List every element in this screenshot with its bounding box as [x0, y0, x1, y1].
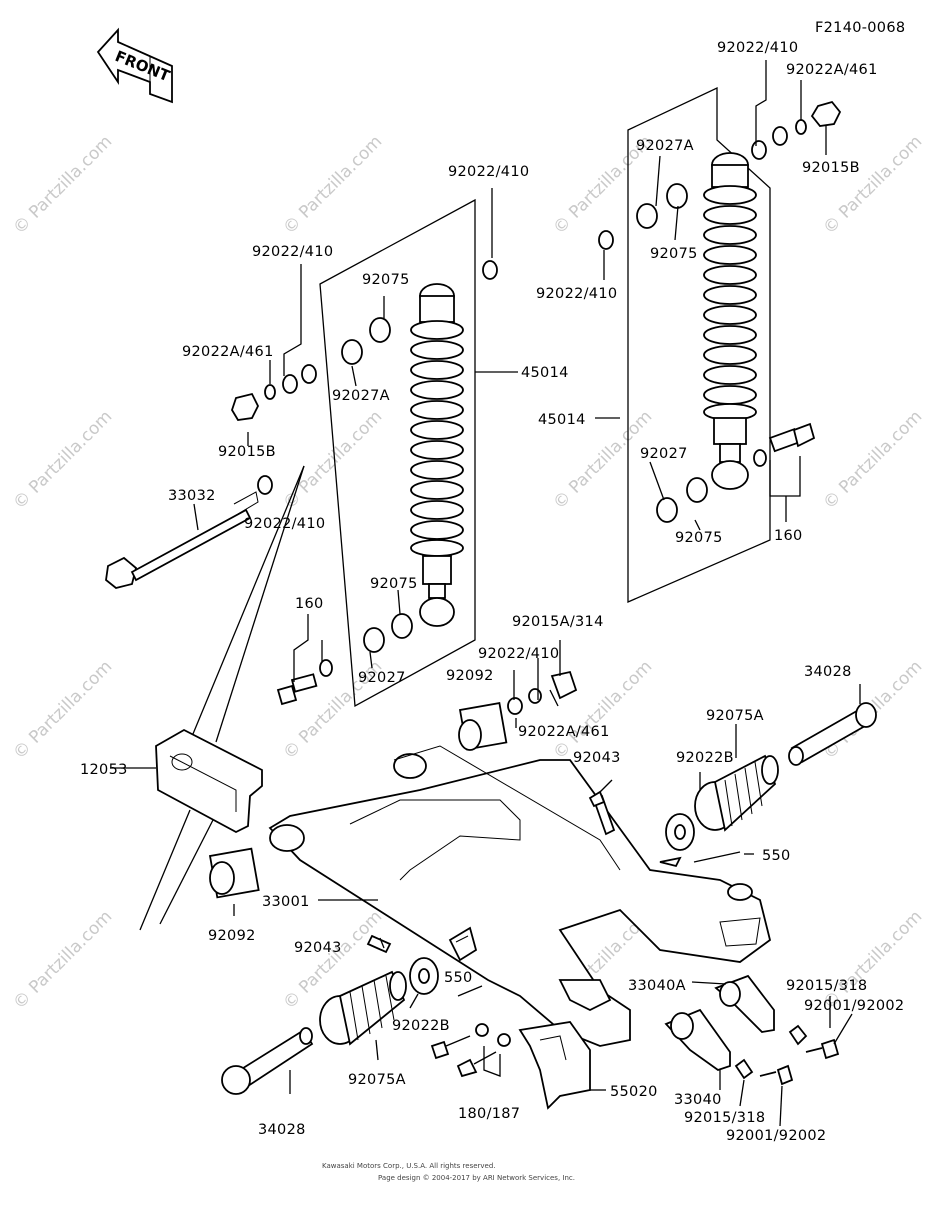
chain-guide-12053 — [155, 728, 263, 834]
cotter-pin-550-right — [659, 851, 741, 868]
part-label: 92022B — [676, 750, 734, 766]
part-label: 92015B — [218, 444, 276, 460]
footer-copyright: Kawasaki Motors Corp., U.S.A. All rights… — [322, 1162, 496, 1170]
part-label: 92075A — [348, 1072, 406, 1088]
watermark: © Partzilla.com — [9, 907, 116, 1014]
left-shock-absorber — [231, 198, 498, 708]
part-label: 550 — [444, 970, 473, 986]
part-label: 92022B — [392, 1018, 450, 1034]
watermark: © Partzilla.com — [279, 407, 386, 514]
watermark: © Partzilla.com — [9, 407, 116, 514]
part-label: 33032 — [168, 488, 216, 504]
bolt-92043-left — [366, 934, 392, 954]
part-label: 92027 — [358, 670, 406, 686]
pivot-shaft-34028-left — [221, 1027, 314, 1095]
part-label: 92075 — [650, 246, 698, 262]
part-label: 34028 — [258, 1122, 306, 1138]
part-label: 92022/410 — [478, 646, 559, 662]
part-label: 92022/410 — [536, 286, 617, 302]
part-label: 92027A — [636, 138, 694, 154]
part-label: 92027 — [640, 446, 688, 462]
part-label: 92001/92002 — [726, 1128, 826, 1144]
dust-cover-92075A-left — [319, 970, 407, 1046]
collar-92092-center — [458, 640, 578, 751]
part-label: 45014 — [538, 412, 586, 428]
cotter-pin-550-left — [457, 985, 483, 997]
part-label: 92075 — [675, 530, 723, 546]
part-label: 92022A/461 — [518, 724, 610, 740]
part-label: 12053 — [80, 762, 128, 778]
washer-92022B-left — [409, 957, 439, 995]
part-label: 92043 — [573, 750, 621, 766]
bolts-180-187 — [430, 1023, 511, 1078]
part-label: 92015A/314 — [512, 614, 604, 630]
part-label: 92015B — [802, 160, 860, 176]
diagram-code: F2140-0068 — [815, 20, 905, 36]
part-label: 92022/410 — [244, 516, 325, 532]
part-label: 92075A — [706, 708, 764, 724]
right-shock-leaders — [595, 60, 827, 531]
collar-92092-left — [208, 847, 260, 899]
part-label: 92092 — [446, 668, 494, 684]
pivot-shaft-34028-right — [788, 702, 877, 766]
part-label: 33040A — [628, 978, 686, 994]
part-label: 92015/318 — [786, 978, 867, 994]
watermark: © Partzilla.com — [279, 132, 386, 239]
watermark: © Partzilla.com — [819, 407, 926, 514]
bolt-92043-right — [588, 790, 616, 836]
watermark: © Partzilla.com — [9, 132, 116, 239]
part-label: 92022/410 — [717, 40, 798, 56]
part-label: 92075 — [362, 272, 410, 288]
watermark: © Partzilla.com — [9, 657, 116, 764]
front-arrow-icon: FRONT — [96, 27, 173, 104]
lower-leaders — [110, 684, 861, 1127]
part-label: 92001/92002 — [804, 998, 904, 1014]
watermark: © Partzilla.com — [819, 132, 926, 239]
swingarm-33001 — [268, 745, 772, 1047]
part-label: 55020 — [610, 1084, 658, 1100]
right-shock-frame — [627, 86, 771, 603]
bolt-33032 — [105, 475, 273, 589]
chain-adjuster-33040A — [691, 974, 840, 1060]
part-label: 92015/318 — [684, 1110, 765, 1126]
dust-cover-92075A-right — [694, 754, 779, 832]
chain-adjuster-33040 — [664, 1008, 794, 1086]
right-shock-absorber — [598, 86, 842, 603]
part-label: 92022A/461 — [786, 62, 878, 78]
part-label: 550 — [762, 848, 791, 864]
part-label: 92043 — [294, 940, 342, 956]
part-label: 180/187 — [458, 1106, 520, 1122]
bracket-55020 — [518, 1021, 606, 1110]
part-label: 45014 — [521, 365, 569, 381]
part-label: 92075 — [370, 576, 418, 592]
part-label: 33040 — [674, 1092, 722, 1108]
part-label: 92027A — [332, 388, 390, 404]
part-label: 33001 — [262, 894, 310, 910]
swingarm-guide-lines — [139, 465, 305, 931]
part-label: 92022/410 — [252, 244, 333, 260]
part-label: 92092 — [208, 928, 256, 944]
part-label: 92022/410 — [448, 164, 529, 180]
footer-copyright: Page design © 2004-2017 by ARI Network S… — [378, 1174, 575, 1182]
left-shock-frame — [319, 198, 476, 708]
part-label: 160 — [295, 596, 324, 612]
washer-92022B-right — [665, 813, 695, 851]
part-label: 34028 — [804, 664, 852, 680]
left-shock-leaders — [247, 188, 518, 682]
part-label: 92022A/461 — [182, 344, 274, 360]
part-label: 160 — [774, 528, 803, 544]
